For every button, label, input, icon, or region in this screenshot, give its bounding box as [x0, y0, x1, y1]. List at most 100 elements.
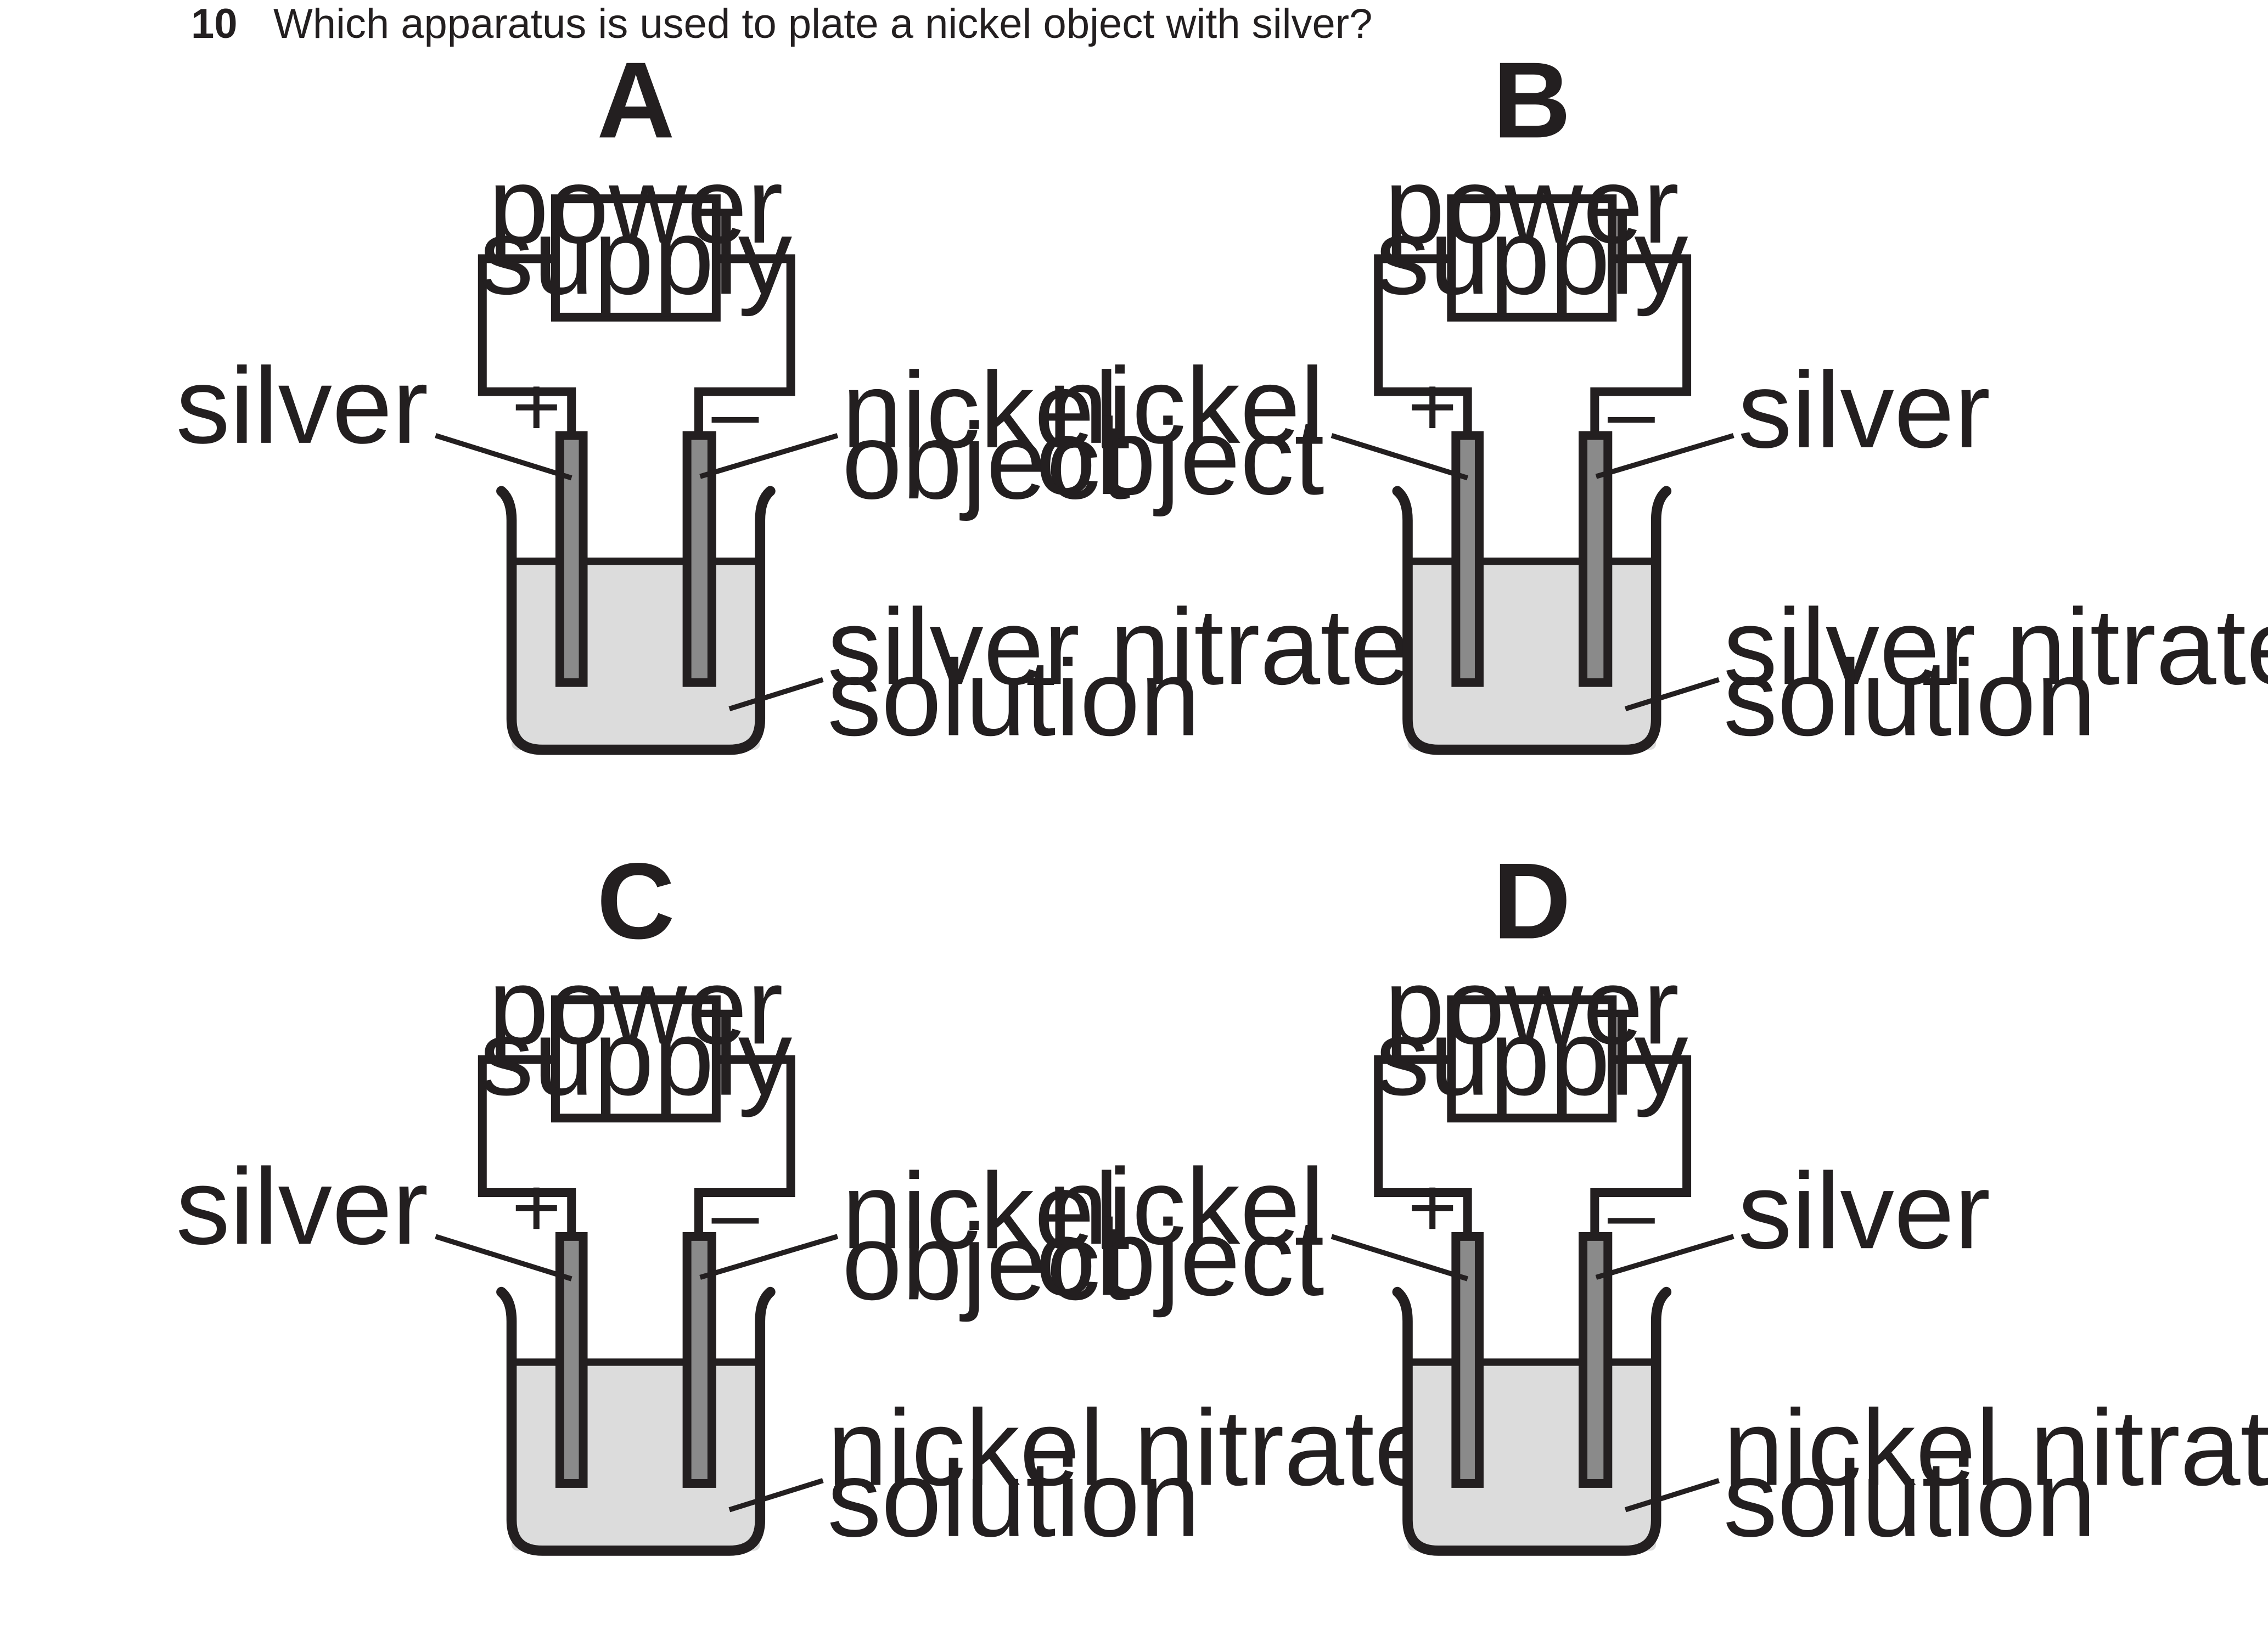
negative-wire [1590, 254, 1692, 436]
positive-electrode [555, 431, 588, 687]
power-supply-label-line: power [489, 946, 783, 1066]
beaker [1392, 486, 1672, 755]
positive-electrode-label-line: nickel [1048, 1146, 1324, 1267]
solution-label: nickel nitratesolution [1724, 1387, 2268, 1559]
solution-label-line: nickel nitrate [1724, 1387, 2268, 1508]
solution-label: silver nitratesolution [827, 586, 1410, 758]
positive-electrode [1451, 431, 1484, 687]
power-supply-label-line: supply [1376, 196, 1688, 317]
solution-label-line: silver nitrate [827, 586, 1410, 707]
solution-label-line: solution [827, 1438, 1200, 1559]
power-supply-label: powersupply [480, 145, 793, 317]
solution-label: silver nitratesolution [1724, 586, 2268, 758]
solution-label-line: solution [1724, 637, 2096, 758]
positive-wire [1374, 1055, 1472, 1237]
positive-wire [478, 254, 576, 436]
power-supply-label-line: supply [480, 997, 793, 1118]
solution-label-line: solution [1724, 1438, 2096, 1559]
positive-electrode [1451, 1232, 1484, 1488]
negative-wire [1590, 1055, 1692, 1237]
positive-sign: + [512, 359, 561, 454]
positive-electrode-label-line: silver [176, 1146, 428, 1267]
positive-wire [1374, 254, 1472, 436]
beaker [496, 486, 776, 755]
positive-electrode-leader [435, 433, 572, 481]
power-supply-label-line: power [1384, 946, 1679, 1066]
solution [512, 1362, 760, 1551]
positive-wire [478, 1055, 576, 1237]
positive-electrode-label-line: nickel [1048, 345, 1324, 466]
question-text: Which apparatus is used to plate a nicke… [273, 1, 1373, 47]
negative-wire [694, 254, 795, 436]
positive-electrode-label-line: object [1036, 396, 1324, 517]
positive-electrode-leader [435, 1234, 572, 1282]
solution-label-line: nickel nitrate [827, 1387, 1434, 1508]
negative-wire [694, 1055, 795, 1237]
positive-sign: + [1408, 359, 1457, 454]
solution-leader [728, 1478, 824, 1513]
positive-electrode-leader [1331, 1234, 1469, 1282]
option-letter: B [1493, 40, 1571, 160]
question-number: 10 [191, 1, 238, 47]
option-letter: A [597, 40, 675, 160]
positive-electrode-label-line: silver [176, 345, 428, 466]
power-supply-label-line: power [489, 145, 783, 266]
positive-electrode-label: nickelobject [1036, 1146, 1324, 1318]
negative-electrode [682, 431, 716, 687]
power-supply-label: powersupply [1376, 145, 1688, 317]
negative-electrode-label: silver [1738, 350, 1990, 470]
power-supply-box [1447, 995, 1617, 1123]
power-supply-label-line: supply [1376, 997, 1688, 1118]
solution-leader [728, 677, 824, 712]
negative-electrode-label-line: object [842, 401, 1131, 521]
positive-electrode-label: silver [176, 1146, 428, 1267]
negative-electrode-leader [1595, 1234, 1734, 1280]
beaker [1392, 1286, 1672, 1556]
negative-electrode-label-line: silver [1738, 1150, 1990, 1271]
question: 10 Which apparatus is used to plate a nic… [191, 3, 1372, 45]
power-supply-label-line: power [1384, 145, 1679, 266]
beaker [496, 1286, 776, 1556]
power-supply-label: powersupply [1376, 946, 1688, 1117]
negative-electrode-leader [699, 433, 839, 479]
positive-electrode-label-line: object [1036, 1197, 1324, 1318]
solution-leader [1624, 1478, 1720, 1513]
option-letter: D [1493, 841, 1571, 962]
power-supply-box [1447, 194, 1617, 322]
negative-electrode-leader [1595, 433, 1734, 479]
positive-electrode-label: silver [176, 345, 428, 466]
positive-electrode-label: nickelobject [1036, 345, 1324, 517]
negative-electrode-label-line: nickel [842, 350, 1119, 470]
negative-electrode-label-line: nickel [842, 1150, 1119, 1271]
negative-electrode-label: nickelobject [842, 1150, 1131, 1322]
negative-electrode-label-line: object [842, 1201, 1131, 1322]
power-supply-label: powersupply [480, 946, 793, 1117]
negative-electrode-label: nickelobject [842, 350, 1131, 521]
positive-sign: + [1408, 1160, 1457, 1255]
negative-sign: – [712, 364, 759, 459]
solution-label: nickel nitratesolution [827, 1387, 1434, 1559]
negative-electrode-leader [699, 1234, 839, 1280]
solution-leader [1624, 677, 1720, 712]
power-supply-label-line: supply [480, 196, 793, 317]
negative-electrode-label: silver [1738, 1150, 1990, 1271]
negative-sign: – [712, 1166, 759, 1261]
positive-electrode [555, 1232, 588, 1488]
positive-sign: + [512, 1160, 561, 1255]
negative-sign: – [1608, 364, 1655, 459]
positive-electrode-leader [1331, 433, 1469, 481]
option-letter: C [597, 841, 675, 962]
solution [1407, 1362, 1657, 1551]
solution [512, 561, 760, 750]
solution-label-line: solution [827, 637, 1200, 758]
power-supply-box [551, 995, 721, 1123]
negative-electrode-label-line: silver [1738, 350, 1990, 470]
solution [1407, 561, 1657, 750]
solution-label-line: silver nitrate [1724, 586, 2268, 707]
negative-sign: – [1608, 1166, 1655, 1261]
